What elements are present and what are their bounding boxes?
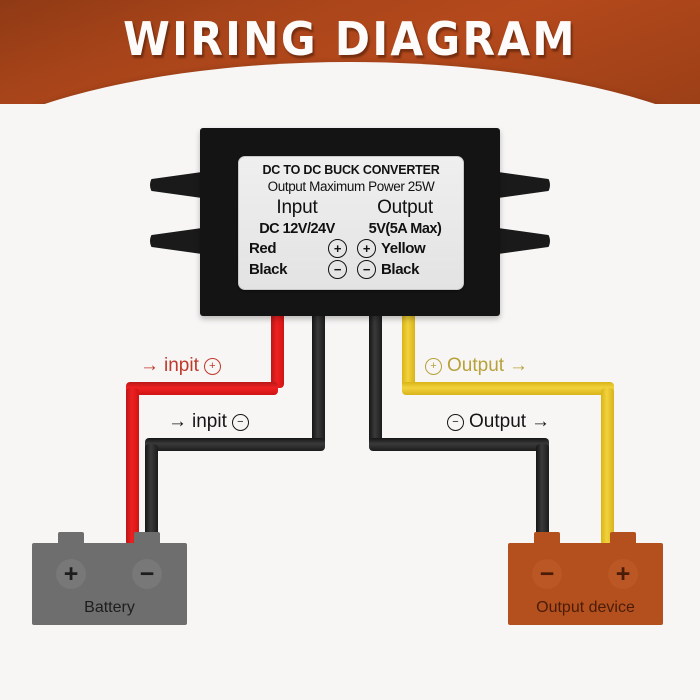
- wire-label-output-negative: − Output →: [447, 411, 550, 433]
- minus-sign-icon: −: [231, 413, 249, 431]
- wire-label-input-negative-text: inpit: [192, 411, 227, 432]
- output-positive-wire-segment-horizontal: [402, 382, 614, 395]
- output-positive-wire-segment-vertical-device: [601, 388, 614, 546]
- wire-label-input-positive-text: inpit: [164, 355, 199, 376]
- battery-positive-terminal-post: [58, 532, 84, 544]
- battery-negative-terminal-mark: −: [132, 559, 162, 589]
- label-output-row-black: − Black: [351, 260, 459, 279]
- input-positive-wire-segment-vertical-battery: [126, 388, 139, 546]
- output-device-positive-terminal-post: [610, 532, 636, 544]
- wire-label-input-positive: → inpit +: [140, 355, 221, 377]
- output-negative-wire-segment-horizontal: [369, 438, 549, 451]
- input-negative-wire-segment-vertical-battery: [145, 444, 158, 546]
- input-positive-wire-segment-vertical-module: [271, 310, 284, 388]
- wire-label-output-positive: + Output →: [425, 355, 528, 377]
- input-negative-wire-segment-horizontal: [145, 438, 325, 451]
- arrow-right-icon: →: [531, 411, 551, 432]
- label-output-heading: Output: [377, 197, 433, 218]
- label-output-black-text: Black: [381, 261, 420, 278]
- plus-sign-icon: +: [203, 357, 221, 375]
- output-positive-wire-segment-vertical-module: [402, 310, 415, 388]
- converter-label-plate: DC TO DC BUCK CONVERTER Output Maximum P…: [238, 156, 464, 290]
- arrow-right-icon: →: [168, 411, 187, 432]
- label-input-spec: DC 12V/24V: [259, 221, 335, 237]
- output-device: − + Output device: [508, 532, 663, 625]
- output-negative-wire-segment-vertical-module: [369, 310, 382, 445]
- plus-sign-icon: +: [357, 239, 376, 258]
- mounting-tab-left-top: [150, 172, 202, 198]
- mounting-tab-right-bottom: [498, 228, 550, 254]
- battery-caption: Battery: [84, 599, 135, 616]
- input-negative-wire-segment-vertical-module: [312, 310, 325, 445]
- label-product-title: DC TO DC BUCK CONVERTER: [262, 163, 440, 177]
- label-output-column: Output 5V(5A Max) + Yellow − Black: [351, 197, 459, 279]
- label-input-red-text: Red: [249, 240, 277, 257]
- output-device-negative-terminal-post: [534, 532, 560, 544]
- battery-positive-terminal-mark: +: [56, 559, 86, 589]
- minus-sign-icon: −: [357, 260, 376, 279]
- input-positive-wire-segment-horizontal: [126, 382, 278, 395]
- minus-sign-icon: −: [328, 260, 347, 279]
- mounting-tab-right-top: [498, 172, 550, 198]
- wire-label-output-positive-text: Output: [447, 355, 505, 376]
- label-output-spec: 5V(5A Max): [368, 221, 442, 237]
- plus-sign-icon: +: [328, 239, 347, 258]
- output-device-negative-terminal-mark: −: [532, 559, 562, 589]
- label-input-column: Input DC 12V/24V Red + Black −: [243, 197, 351, 279]
- plus-sign-icon: +: [425, 357, 442, 375]
- battery-negative-terminal-post: [134, 532, 160, 544]
- header-banner: WIRING DIAGRAM: [0, 0, 700, 104]
- arrow-right-icon: →: [509, 355, 529, 376]
- output-device-caption: Output device: [536, 599, 635, 616]
- label-input-row-black: Black −: [243, 260, 351, 279]
- battery: + − Battery: [32, 532, 187, 625]
- label-output-row-yellow: + Yellow: [351, 239, 459, 258]
- label-input-heading: Input: [276, 197, 318, 218]
- minus-sign-icon: −: [447, 413, 464, 431]
- output-negative-wire-segment-vertical-device: [536, 444, 549, 546]
- label-output-yellow-text: Yellow: [381, 240, 426, 257]
- label-input-row-red: Red +: [243, 239, 351, 258]
- label-input-black-text: Black: [249, 261, 288, 278]
- page-title: WIRING DIAGRAM: [123, 12, 577, 66]
- wire-label-output-negative-text: Output: [469, 411, 527, 432]
- label-max-power: Output Maximum Power 25W: [267, 179, 435, 194]
- arrow-right-icon: →: [140, 355, 159, 376]
- mounting-tab-left-bottom: [150, 228, 202, 254]
- output-device-positive-terminal-mark: +: [608, 559, 638, 589]
- wire-label-input-negative: → inpit −: [168, 411, 249, 433]
